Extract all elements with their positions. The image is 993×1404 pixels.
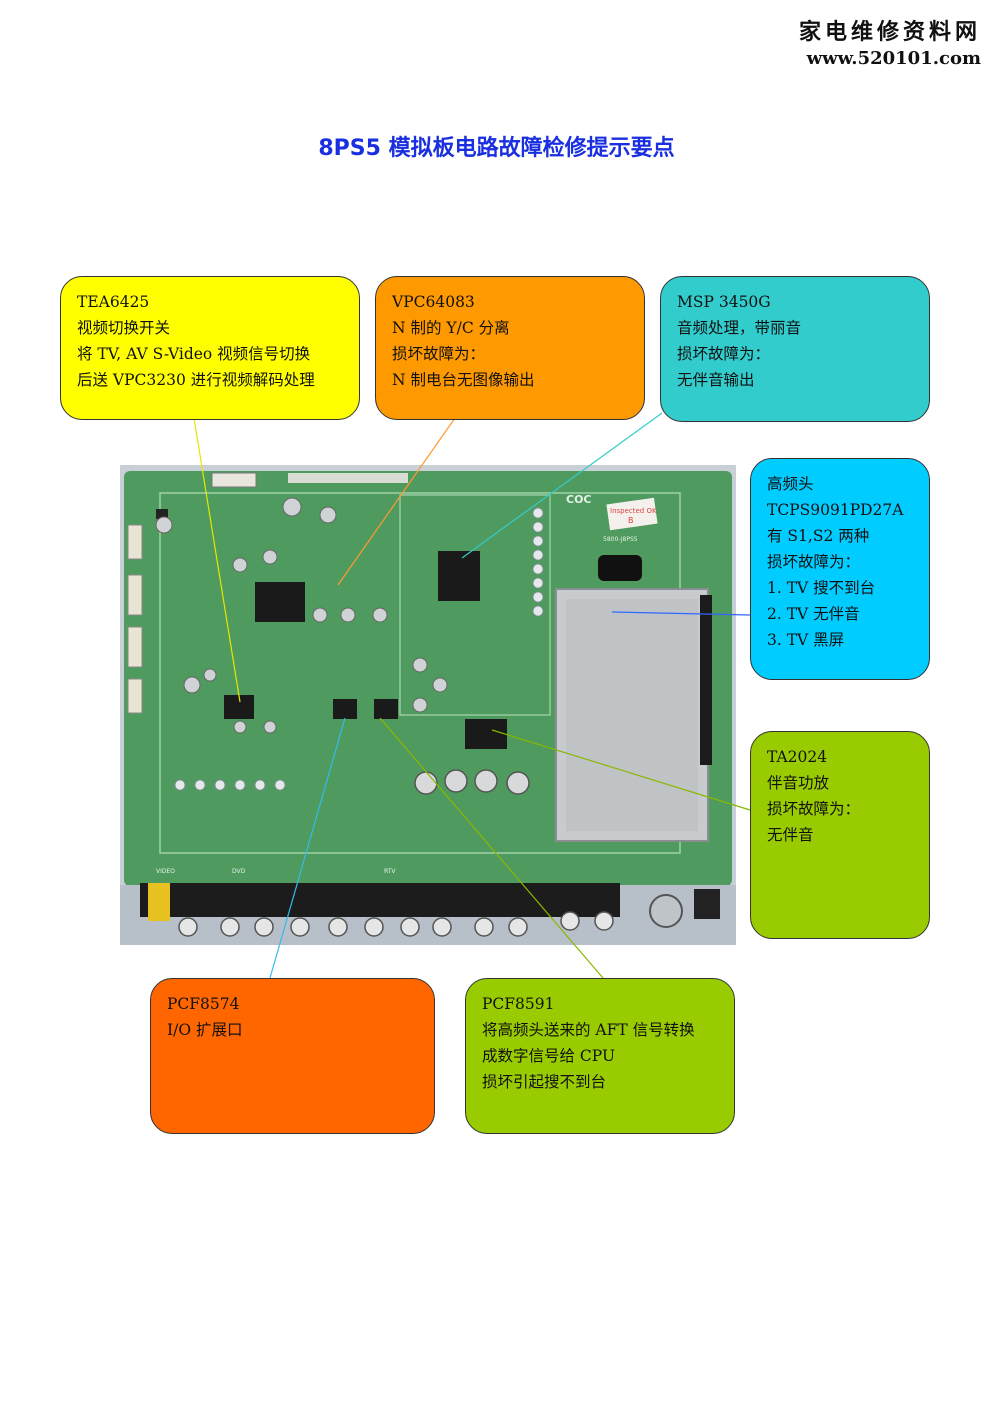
callout-tuner-line-5: 1. TV 搜不到台 [767, 579, 876, 597]
callout-vpc64083-line-4: N 制电台无图像输出 [392, 371, 535, 389]
callout-pcf8574-line-2: I/O 扩展口 [167, 1021, 243, 1039]
callout-pcf8574: PCF8574 I/O 扩展口 [150, 978, 435, 1134]
callout-msp3450g-line-4: 无伴音输出 [677, 371, 755, 389]
callout-ta2024-line-4: 无伴音 [767, 826, 814, 844]
callout-ta2024-line-2: 伴音功放 [767, 774, 830, 792]
connector-label-rtv: RTV [384, 868, 396, 875]
callout-tea6425-line-1: TEA6425 [77, 293, 150, 311]
watermark-url: www.520101.com [806, 48, 981, 69]
callout-tuner-line-1: 高频头 [767, 475, 814, 493]
callout-tuner-line-3: 有 S1,S2 两种 [767, 527, 870, 545]
callout-pcf8591-line-2: 将高频头送来的 AFT 信号转换 [482, 1021, 695, 1039]
pcb-board-image: Inspected OK B COC 5800-J8PS5 VIDEO DVD … [120, 465, 736, 945]
callout-tuner-line-7: 3. TV 黑屏 [767, 631, 845, 649]
callout-pcf8591-line-1: PCF8591 [482, 995, 555, 1013]
callout-vpc64083-line-2: N 制的 Y/C 分离 [392, 319, 510, 337]
callout-vpc64083-line-3: 损坏故障为： [392, 345, 486, 363]
callout-ta2024-line-3: 损坏故障为： [767, 800, 861, 818]
callout-tuner-line-6: 2. TV 无伴音 [767, 605, 860, 623]
callout-msp3450g-line-3: 损坏故障为： [677, 345, 771, 363]
callout-msp3450g-line-2: 音频处理，带丽音 [677, 319, 802, 337]
callout-tuner: 高频头 TCPS9091PD27A 有 S1,S2 两种 损坏故障为： 1. T… [750, 458, 930, 680]
callout-ta2024: TA2024 伴音功放 损坏故障为： 无伴音 [750, 731, 930, 939]
callout-tuner-line-4: 损坏故障为： [767, 553, 861, 571]
watermark: 家电维修资料网 www.520101.com [799, 14, 981, 69]
callout-tea6425: TEA6425 视频切换开关 将 TV, AV S-Video 视频信号切换 后… [60, 276, 360, 420]
callout-ta2024-line-1: TA2024 [767, 748, 828, 766]
inspected-label: Inspected OK [610, 507, 657, 515]
callout-vpc64083-line-1: VPC64083 [392, 293, 475, 311]
callout-tea6425-line-3: 将 TV, AV S-Video 视频信号切换 [77, 345, 311, 363]
callout-tea6425-line-2: 视频切换开关 [77, 319, 171, 337]
part-code-label: 5800-J8PS5 [603, 536, 638, 543]
callout-pcf8591: PCF8591 将高频头送来的 AFT 信号转换 成数字信号给 CPU 损坏引起… [465, 978, 735, 1134]
callout-msp3450g: MSP 3450G 音频处理，带丽音 损坏故障为： 无伴音输出 [660, 276, 930, 422]
callout-pcf8591-line-4: 损坏引起搜不到台 [482, 1073, 607, 1091]
callout-tea6425-line-4: 后送 VPC3230 进行视频解码处理 [77, 371, 315, 389]
brand-label: COC [566, 493, 592, 506]
inspected-grade: B [628, 516, 634, 525]
callout-tuner-line-2: TCPS9091PD27A [767, 501, 904, 519]
callout-msp3450g-line-1: MSP 3450G [677, 293, 771, 311]
watermark-site-name: 家电维修资料网 [798, 19, 981, 45]
callout-pcf8591-line-3: 成数字信号给 CPU [482, 1047, 616, 1065]
page-title: 8PS5 模拟板电路故障检修提示要点 [318, 136, 675, 161]
connector-label-dvd: DVD [232, 868, 246, 875]
callout-pcf8574-line-1: PCF8574 [167, 995, 240, 1013]
callout-vpc64083: VPC64083 N 制的 Y/C 分离 损坏故障为： N 制电台无图像输出 [375, 276, 645, 420]
connector-label-video: VIDEO [156, 868, 175, 875]
